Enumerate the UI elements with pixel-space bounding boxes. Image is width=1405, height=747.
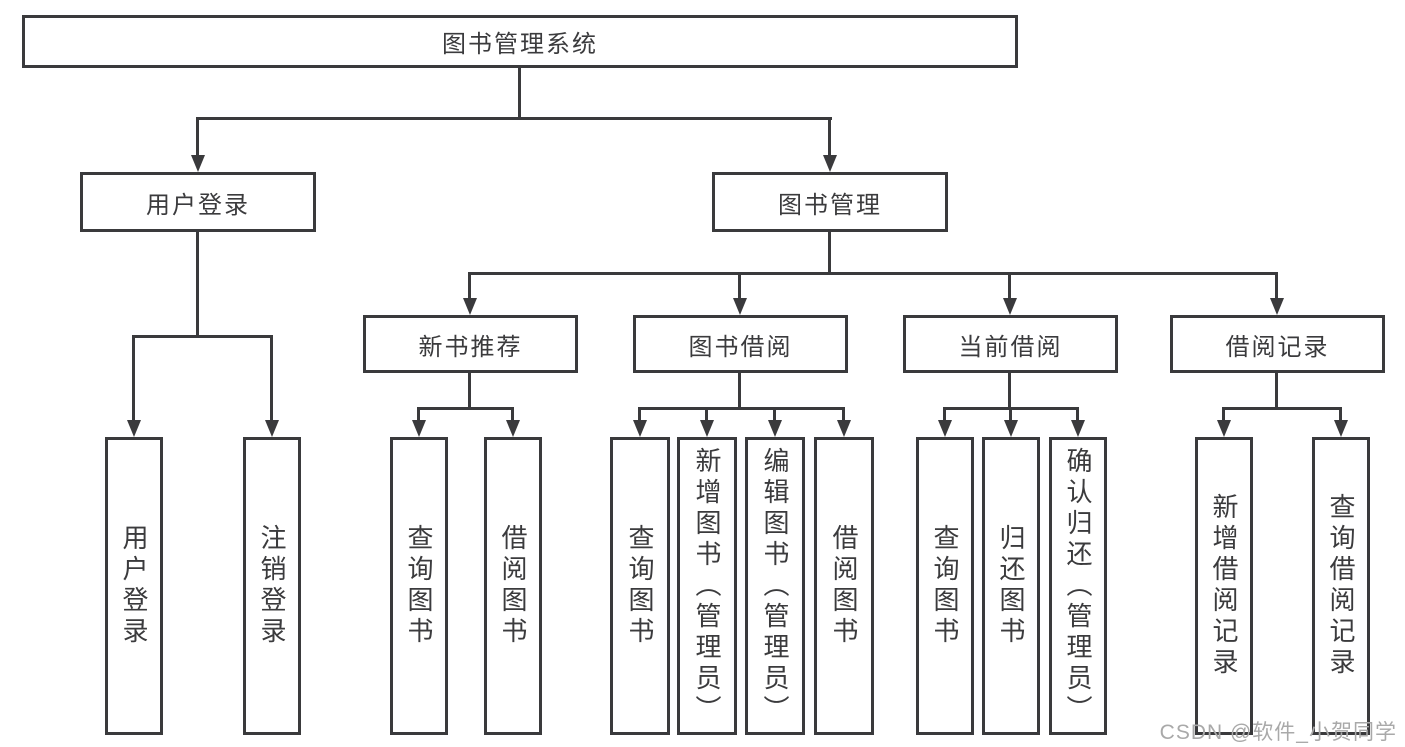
arrow-down-icon — [938, 420, 952, 437]
node-borrowing-records: 借阅记录 — [1170, 315, 1385, 373]
connector-line — [1008, 373, 1011, 410]
connector-line — [196, 117, 832, 120]
connector-line — [1076, 407, 1079, 424]
arrow-down-icon — [412, 420, 426, 437]
connector-line — [468, 272, 1278, 275]
connector-line — [1008, 272, 1011, 302]
leaf-label: 注销登录 — [257, 524, 287, 648]
leaf-label: 新增借阅记录 — [1209, 493, 1239, 679]
arrow-down-icon — [1217, 420, 1231, 437]
node-new-book-recommend-label: 新书推荐 — [418, 333, 523, 361]
arrow-down-icon — [463, 298, 477, 315]
connector-line — [417, 407, 514, 410]
connector-line — [828, 117, 831, 159]
arrow-down-icon — [837, 420, 851, 437]
leaf-add-books-admin: 新增图书（管理员） — [677, 437, 737, 735]
leaf-label: 借阅图书 — [498, 524, 528, 648]
leaf-label: 查询图书 — [930, 524, 960, 648]
connector-line — [511, 407, 514, 424]
leaf-logout-login: 注销登录 — [243, 437, 301, 735]
leaf-label: 确认归还（管理员） — [1063, 446, 1093, 726]
leaf-user-login: 用户登录 — [105, 437, 163, 735]
connector-line — [1009, 407, 1012, 424]
leaf-label: 借阅图书 — [829, 524, 859, 648]
leaf-confirm-return-admin: 确认归还（管理员） — [1049, 437, 1107, 735]
arrow-down-icon — [506, 420, 520, 437]
arrow-down-icon — [1004, 420, 1018, 437]
arrow-down-icon — [633, 420, 647, 437]
node-user-login-label: 用户登录 — [146, 191, 250, 219]
leaf-query-books-borrowing: 查询图书 — [610, 437, 670, 735]
connector-line — [773, 407, 776, 424]
connector-line — [270, 335, 273, 423]
connector-line — [1222, 407, 1342, 410]
node-book-borrowing: 图书借阅 — [633, 315, 848, 373]
connector-line — [638, 407, 641, 424]
arrow-down-icon — [191, 155, 205, 172]
node-borrowing-records-label: 借阅记录 — [1225, 333, 1330, 361]
connector-line — [1222, 407, 1225, 424]
arrow-down-icon — [1003, 298, 1017, 315]
connector-line — [842, 407, 845, 424]
leaf-label: 编辑图书（管理员） — [760, 446, 790, 726]
arrow-down-icon — [1270, 298, 1284, 315]
arrow-down-icon — [700, 420, 714, 437]
leaf-borrow-books-recommend: 借阅图书 — [484, 437, 542, 735]
watermark: CSDN @软件_小贺同学 — [1159, 721, 1397, 744]
connector-line — [468, 272, 471, 302]
node-book-borrowing-label: 图书借阅 — [688, 333, 793, 361]
arrow-down-icon — [823, 155, 837, 172]
connector-line — [738, 373, 741, 410]
leaf-edit-books-admin: 编辑图书（管理员） — [745, 437, 805, 735]
connector-line — [518, 68, 521, 119]
leaf-label: 新增图书（管理员） — [692, 446, 722, 726]
leaf-query-borrow-record: 查询借阅记录 — [1312, 437, 1370, 735]
leaf-query-books-current: 查询图书 — [916, 437, 974, 735]
leaf-label: 用户登录 — [119, 524, 149, 648]
connector-line — [943, 407, 946, 424]
leaf-borrow-books-borrowing: 借阅图书 — [814, 437, 874, 735]
arrow-down-icon — [768, 420, 782, 437]
leaf-add-borrow-record: 新增借阅记录 — [1195, 437, 1253, 735]
node-root: 图书管理系统 — [22, 15, 1018, 68]
node-user-login: 用户登录 — [80, 172, 316, 232]
arrow-down-icon — [127, 420, 141, 437]
leaf-query-books-recommend: 查询图书 — [390, 437, 448, 735]
leaf-label: 查询图书 — [625, 524, 655, 648]
connector-line — [417, 407, 420, 424]
connector-line — [638, 407, 845, 410]
node-current-borrowing-label: 当前借阅 — [958, 333, 1063, 361]
arrow-down-icon — [733, 298, 747, 315]
leaf-return-books: 归还图书 — [982, 437, 1040, 735]
connector-line — [1339, 407, 1342, 424]
connector-line — [468, 373, 471, 410]
arrow-down-icon — [265, 420, 279, 437]
connector-line — [828, 232, 831, 275]
connector-line — [132, 335, 135, 423]
node-new-book-recommend: 新书推荐 — [363, 315, 578, 373]
leaf-label: 查询借阅记录 — [1326, 493, 1356, 679]
node-root-label: 图书管理系统 — [442, 31, 598, 58]
connector-line — [1275, 373, 1278, 410]
node-current-borrowing: 当前借阅 — [903, 315, 1118, 373]
connector-line — [1275, 272, 1278, 302]
connector-line — [738, 272, 741, 302]
connector-line — [705, 407, 708, 424]
leaf-label: 归还图书 — [996, 524, 1026, 648]
node-book-management: 图书管理 — [712, 172, 948, 232]
connector-line — [196, 117, 199, 159]
connector-line — [132, 335, 273, 338]
connector-line — [196, 232, 199, 337]
arrow-down-icon — [1334, 420, 1348, 437]
node-book-management-label: 图书管理 — [778, 191, 882, 219]
arrow-down-icon — [1071, 420, 1085, 437]
leaf-label: 查询图书 — [404, 524, 434, 648]
